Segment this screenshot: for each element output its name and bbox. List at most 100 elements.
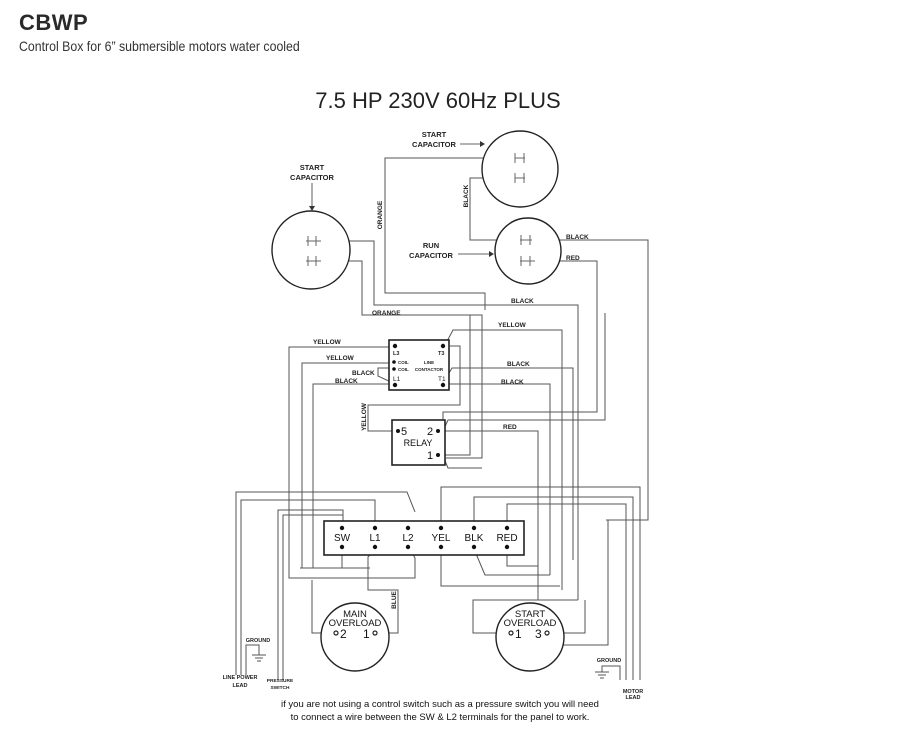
arrow-head-icon <box>489 251 494 257</box>
diagram-title: 7.5 HP 230V 60Hz PLUS <box>315 88 561 113</box>
capacitor-body <box>271 210 351 290</box>
arrow-head-icon <box>309 206 315 211</box>
terminal-dot-top <box>339 525 345 531</box>
main-overload-terminal-2: 2 <box>340 627 347 641</box>
label-orange-vertical: ORANGE <box>377 200 384 229</box>
run-capacitor-label-2: CAPACITOR <box>409 251 453 260</box>
main-overload-label-2: OVERLOAD <box>329 618 382 629</box>
capacitor-body <box>494 217 562 285</box>
terminal-dot <box>440 343 446 349</box>
product-code: CBWP <box>19 10 89 35</box>
terminal-dot-top <box>504 525 510 531</box>
label-red-run-cap: RED <box>566 255 580 262</box>
wire-orange-top-cap <box>384 157 520 310</box>
ground-right-icon <box>595 671 609 679</box>
start-overload-terminal-1: 1 <box>515 627 522 641</box>
relay-terminal-5: 5 <box>401 426 407 438</box>
terminal-dot-bottom <box>471 544 477 550</box>
wire-black-left <box>312 383 393 568</box>
terminal-dot <box>392 382 398 388</box>
label-ground-left: GROUND <box>246 638 270 644</box>
line-contactor: L3 T3 COIL COIL L1 T1 LINE CONTACTOR <box>388 339 450 391</box>
capacitor-body <box>481 130 559 208</box>
product-description: Control Box for 6” submersible motors wa… <box>19 38 300 54</box>
contactor-terminal-l1: L1 <box>393 376 401 383</box>
terminal-dot <box>392 367 396 371</box>
capacitor-symbol-icon <box>306 236 321 266</box>
contactor-terminal-coil-1: COIL <box>398 360 409 365</box>
terminal-dot-bottom <box>438 544 444 550</box>
wire-start-ol-1 <box>472 599 578 634</box>
label-motor-1: MOTOR <box>623 689 643 695</box>
start-overload-label-1: START <box>515 609 545 620</box>
wire-red-relay <box>443 430 539 600</box>
start-capacitor-top-label-2: CAPACITOR <box>412 140 456 149</box>
wire-yel-bottom <box>440 549 560 587</box>
relay-box <box>391 419 446 466</box>
terminal-dot <box>436 429 440 433</box>
label-yellow-vertical: YELLOW <box>361 402 368 431</box>
contactor-terminal-l3: L3 <box>393 351 399 357</box>
start-capacitor-left-label-1: START <box>300 163 325 172</box>
terminal-dot-top <box>438 525 444 531</box>
label-black-coil: BLACK <box>352 370 375 377</box>
main-overload-label-1: MAIN <box>343 609 367 620</box>
start-overload-label-2: OVERLOAD <box>504 618 557 629</box>
contactor-terminal-coil-2: COIL <box>398 367 409 372</box>
label-yellow-right: YELLOW <box>498 322 527 329</box>
label-pressure-1: PRESSURE <box>267 678 294 684</box>
main-overload-body <box>320 602 390 672</box>
strip-terminal-red: RED <box>496 533 517 544</box>
relay-terminal-1: 1 <box>427 450 433 462</box>
relay: 5 2 1 RELAY <box>391 419 446 466</box>
wire-black-coil <box>377 367 394 384</box>
note-line-2: to connect a wire between the SW & L2 te… <box>290 712 590 723</box>
wire-line-power-1 <box>235 491 416 675</box>
label-black-vertical: BLACK <box>463 184 470 207</box>
terminal-dot <box>392 343 398 349</box>
run-capacitor: RUN CAPACITOR <box>409 217 562 285</box>
wire-ground-left <box>245 644 260 675</box>
label-black-run-cap: BLACK <box>566 234 589 241</box>
wire-ground-right <box>601 665 621 680</box>
start-capacitor-left: START CAPACITOR <box>271 163 351 290</box>
label-line-power-1: LINE POWER <box>223 675 258 681</box>
installation-note: if you are not using a control switch su… <box>0 698 880 724</box>
label-yellow-left-1: YELLOW <box>313 339 342 346</box>
label-black-right-2: BLACK <box>501 379 524 386</box>
wire-left-cap-1 <box>320 240 579 600</box>
wire-sw-2 <box>282 514 343 680</box>
start-capacitor-left-label-2: CAPACITOR <box>290 173 334 182</box>
terminal-dot <box>333 630 339 636</box>
terminal-dot-top <box>372 525 378 531</box>
terminal-dot-bottom <box>405 544 411 550</box>
label-motor-2: LEAD <box>626 695 641 701</box>
main-overload-terminal-1: 1 <box>363 627 370 641</box>
terminal-dot-bottom <box>372 544 378 550</box>
label-yellow-left-2: YELLOW <box>326 355 355 362</box>
relay-terminal-2: 2 <box>427 426 433 438</box>
wires <box>235 157 649 680</box>
wire-red-top <box>506 503 627 680</box>
wire-yellow-right <box>444 329 563 590</box>
label-black-left: BLACK <box>335 378 358 385</box>
wire-red-run-cap <box>442 260 598 430</box>
contactor-label-1: LINE <box>424 360 434 365</box>
contactor-terminal-t3: T3 <box>438 351 444 357</box>
terminal-dot <box>372 630 378 636</box>
label-line-power-2: LEAD <box>233 683 248 689</box>
terminal-dot <box>508 630 514 636</box>
strip-terminal-yel: YEL <box>432 533 451 544</box>
label-blue-vertical: BLUE <box>391 590 398 608</box>
strip-terminal-blk: BLK <box>465 533 484 544</box>
wire-blk-top <box>473 496 634 680</box>
contactor-label-2: CONTACTOR <box>415 367 444 372</box>
wire-labels: ORANGE BLACK BLACK RED BLACK ORANGE YELL… <box>313 184 589 609</box>
start-overload-terminal-3: 3 <box>535 627 542 641</box>
wire-orange-relay <box>362 314 471 456</box>
relay-label: RELAY <box>404 438 433 448</box>
capacitor-symbol-icon <box>514 153 525 183</box>
wire-blk-bottom <box>473 548 550 576</box>
